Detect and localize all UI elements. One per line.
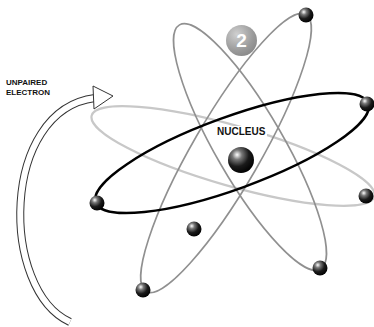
- electron: [299, 8, 314, 23]
- electron: [136, 283, 151, 298]
- orbit: [83, 70, 374, 237]
- electron: [359, 189, 374, 204]
- electron: [187, 222, 202, 237]
- orbit: [117, 0, 336, 309]
- curved-arrow: [20, 86, 113, 322]
- electron: [360, 97, 374, 112]
- orbit: [83, 87, 374, 226]
- part-label: NUCLEUS: [215, 126, 267, 137]
- nucleus: [228, 147, 254, 173]
- electron: [313, 261, 328, 276]
- callout-number: 2: [236, 31, 247, 50]
- callout-label: UNPAIRED ELECTRON: [6, 78, 68, 98]
- electron: [90, 196, 105, 211]
- number-badge: 2: [226, 25, 257, 56]
- orbit: [150, 8, 350, 286]
